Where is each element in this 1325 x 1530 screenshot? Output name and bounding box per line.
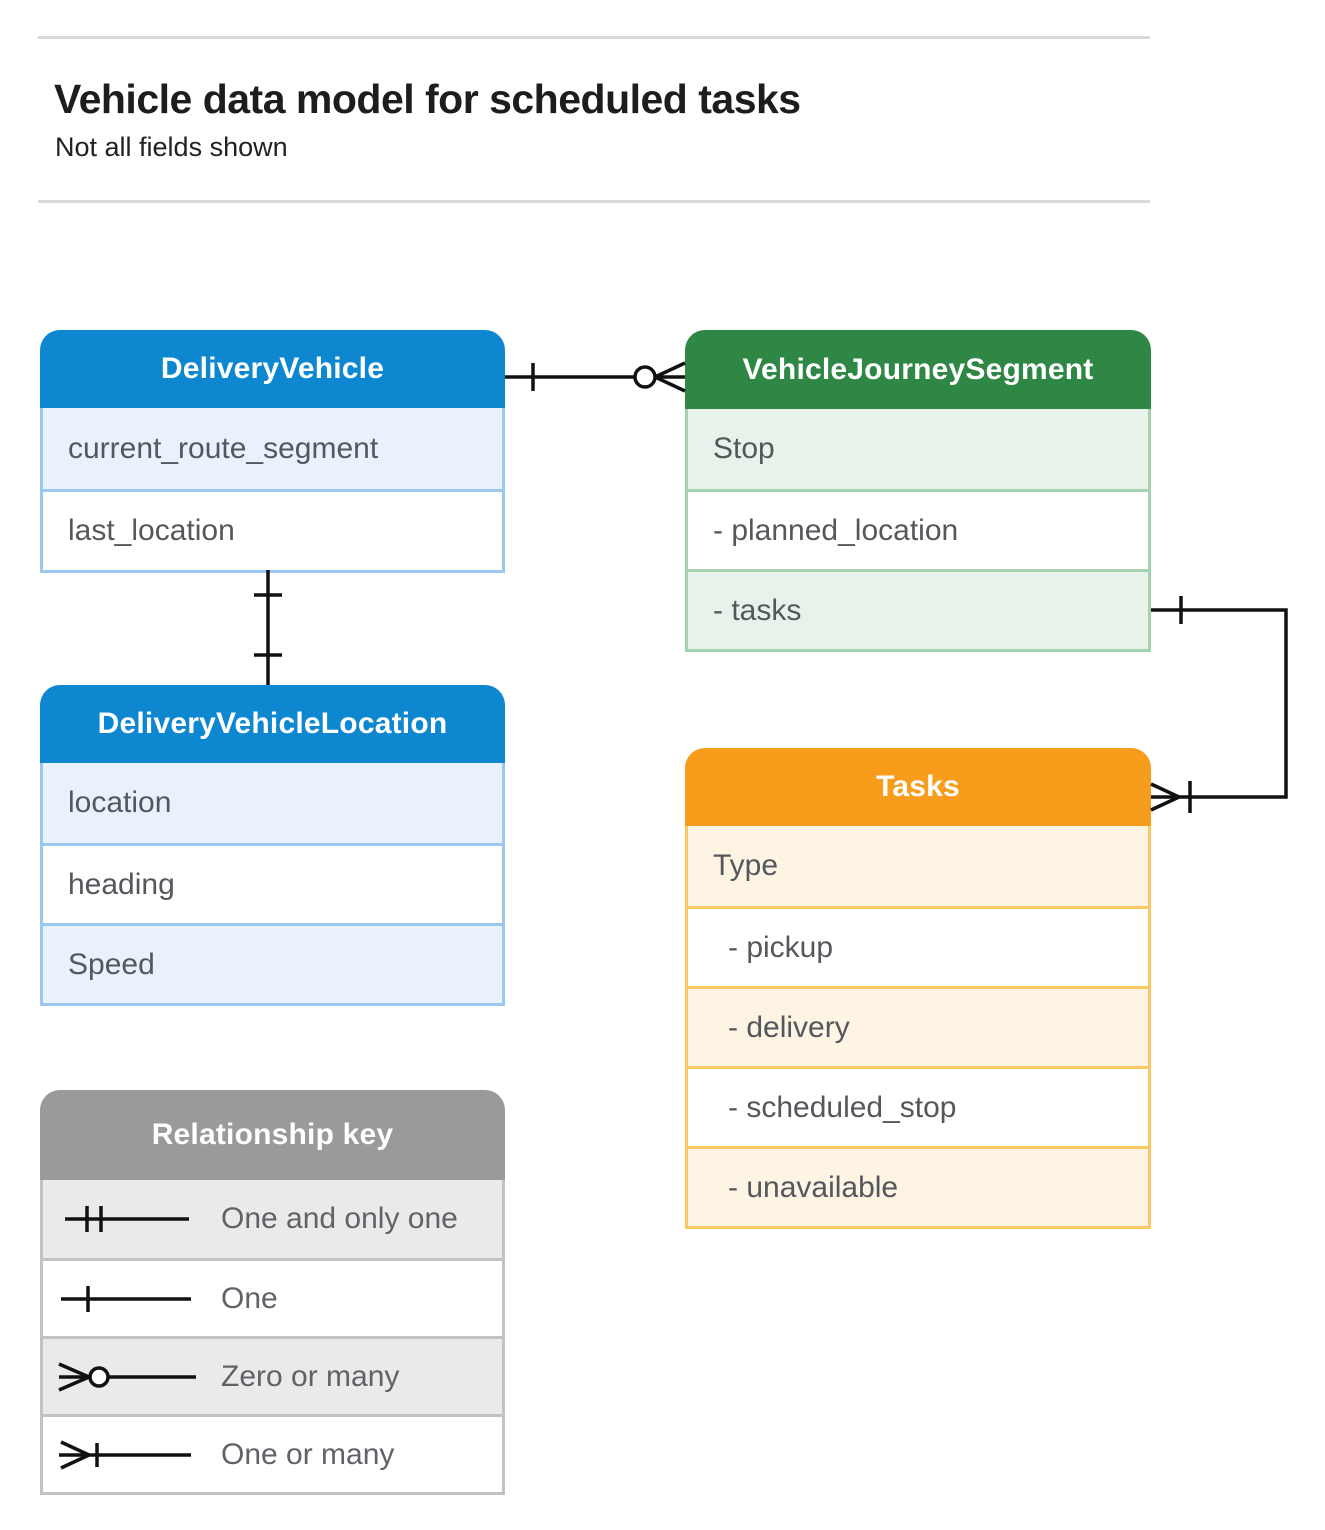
- field-label: - scheduled_stop: [728, 1090, 957, 1124]
- key-row-one-or-many: One or many: [43, 1414, 502, 1492]
- entity-vehiclejourneysegment-title: VehicleJourneySegment: [742, 352, 1094, 386]
- page-title: Vehicle data model for scheduled tasks: [54, 76, 801, 122]
- one-icon: [61, 1285, 191, 1312]
- field-current-route-segment: current_route_segment: [43, 408, 502, 489]
- entity-deliveryvehicle: DeliveryVehicle current_route_segment la…: [40, 330, 505, 573]
- entity-deliveryvehiclelocation-header: DeliveryVehicleLocation: [40, 685, 505, 763]
- key-label: One and only one: [221, 1202, 458, 1235]
- field-speed: Speed: [43, 923, 502, 1003]
- field-label: - tasks: [713, 593, 802, 627]
- key-row-zero-or-many: Zero or many: [43, 1336, 502, 1414]
- entity-deliveryvehiclelocation: DeliveryVehicleLocation location heading…: [40, 685, 505, 1006]
- one-or-many-icon: [59, 1439, 191, 1470]
- field-label: last_location: [68, 514, 235, 547]
- field-delivery: - delivery: [688, 986, 1148, 1066]
- key-row-one-and-only-one: One and only one: [43, 1180, 502, 1258]
- relationship-key-body: One and only one One Zero or many: [40, 1180, 505, 1495]
- field-label: - planned_location: [713, 513, 959, 547]
- entity-deliveryvehiclelocation-body: location heading Speed: [40, 763, 505, 1006]
- field-last-location: last_location: [43, 489, 502, 570]
- top-divider-rule: [38, 36, 1150, 39]
- field-label: heading: [68, 867, 175, 901]
- key-label: One or many: [221, 1437, 395, 1471]
- entity-deliveryvehiclelocation-title: DeliveryVehicleLocation: [97, 707, 448, 740]
- zero-or-many-icon: [58, 1361, 196, 1392]
- field-label: - pickup: [728, 930, 834, 964]
- field-label: current_route_segment: [68, 431, 379, 465]
- field-planned-location: - planned_location: [688, 489, 1148, 569]
- entity-deliveryvehicle-title: DeliveryVehicle: [160, 352, 385, 385]
- field-label: - unavailable: [728, 1170, 899, 1204]
- key-label: Zero or many: [221, 1359, 400, 1393]
- field-label: location: [68, 786, 172, 819]
- connector-vehiclejourneysegment-tasks: [1150, 596, 1288, 813]
- key-row-one: One: [43, 1258, 502, 1336]
- bottom-divider-rule: [38, 200, 1150, 203]
- relationship-key-title: Relationship key: [151, 1118, 394, 1151]
- field-type: Type: [688, 826, 1148, 906]
- field-location: location: [43, 763, 502, 843]
- connector-deliveryvehicle-deliveryvehiclelocation: [254, 570, 282, 685]
- key-label: One: [221, 1281, 278, 1315]
- relationship-key: Relationship key One and only one One: [40, 1090, 505, 1495]
- field-heading: heading: [43, 843, 502, 923]
- field-scheduled-stop: - scheduled_stop: [688, 1066, 1148, 1146]
- field-label: Speed: [68, 947, 155, 981]
- entity-deliveryvehicle-header: DeliveryVehicle: [40, 330, 505, 408]
- field-tasks: - tasks: [688, 569, 1148, 649]
- entity-vehiclejourneysegment-body: Stop - planned_location - tasks: [685, 409, 1151, 652]
- field-label: Type: [713, 849, 779, 882]
- entity-tasks-body: Type - pickup - delivery - scheduled_sto…: [685, 826, 1151, 1229]
- entity-tasks-title: Tasks: [876, 770, 960, 803]
- entity-tasks-header: Tasks: [685, 748, 1151, 826]
- field-unavailable: - unavailable: [688, 1146, 1148, 1226]
- field-pickup: - pickup: [688, 906, 1148, 986]
- one-and-only-one-icon: [65, 1206, 189, 1232]
- field-stop: Stop: [688, 409, 1148, 489]
- field-label: - delivery: [728, 1010, 850, 1044]
- entity-vehiclejourneysegment-header: VehicleJourneySegment: [685, 330, 1151, 409]
- entity-deliveryvehicle-body: current_route_segment last_location: [40, 408, 505, 573]
- entity-tasks: Tasks Type - pickup - delivery - schedul…: [685, 748, 1151, 1229]
- relationship-key-header: Relationship key: [40, 1090, 505, 1180]
- entity-vehiclejourneysegment: VehicleJourneySegment Stop - planned_loc…: [685, 330, 1151, 652]
- page-subtitle: Not all fields shown: [55, 132, 288, 162]
- field-label: Stop: [713, 432, 775, 465]
- connector-deliveryvehicle-vehiclejourneysegment: [505, 361, 686, 393]
